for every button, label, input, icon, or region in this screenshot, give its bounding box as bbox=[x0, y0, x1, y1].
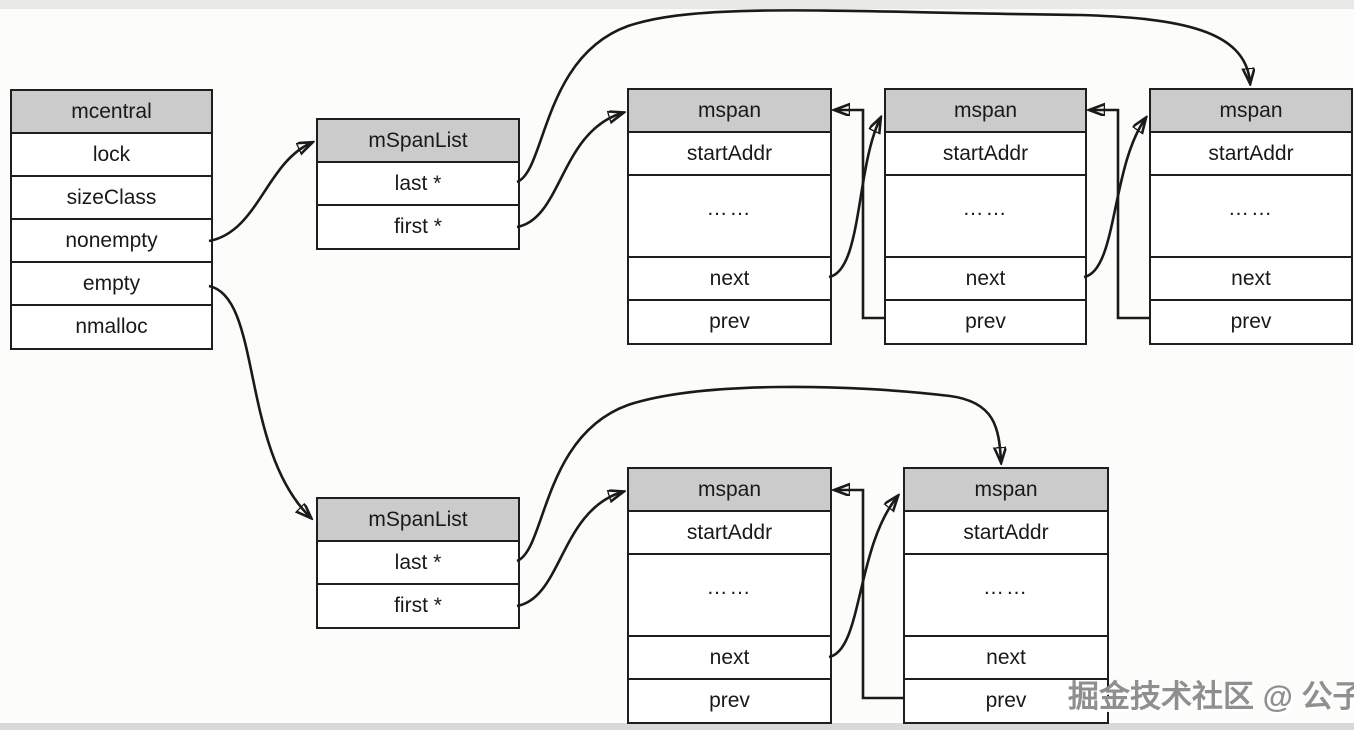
mspan-top-1-title: mspan bbox=[629, 90, 830, 133]
arrow-empty-to-bottom-spanlist bbox=[208, 284, 310, 517]
top-gray-band bbox=[0, 0, 1354, 9]
mspan-top-1-box: mspan startAddr …… next prev bbox=[627, 88, 832, 345]
mcentral-row-nonempty: nonempty bbox=[12, 220, 211, 263]
arrow-bottom-mspan1-next-to-mspan2 bbox=[828, 497, 897, 659]
arrow-bottom-first-to-mspan1 bbox=[516, 492, 622, 608]
mspan-top-3-row-ellipsis: …… bbox=[1151, 176, 1351, 258]
mspan-top-1-row-prev: prev bbox=[709, 310, 750, 333]
arrow-top-mspan1-next-to-mspan2 bbox=[828, 119, 880, 279]
mcentral-row-lock: lock bbox=[12, 134, 211, 177]
mspan-top-2-row-prev: prev bbox=[965, 310, 1006, 333]
mcentral-row-empty: empty bbox=[12, 263, 211, 306]
mcentral-row-nmalloc: nmalloc bbox=[75, 315, 148, 338]
mspan-bottom-2-row-next: next bbox=[905, 637, 1107, 680]
mspanlist-bottom-title: mSpanList bbox=[318, 499, 518, 542]
mspanlist-bottom-row-first: first * bbox=[394, 594, 442, 617]
mspan-top-1-row-next: next bbox=[629, 258, 830, 301]
mspanlist-top-box: mSpanList last * first * bbox=[316, 118, 520, 250]
mspan-top-2-row-next: next bbox=[886, 258, 1085, 301]
mspan-bottom-1-title: mspan bbox=[629, 469, 830, 512]
mspan-top-3-row-prev: prev bbox=[1230, 310, 1272, 333]
mspanlist-top-row-last: last * bbox=[318, 163, 518, 206]
arrow-top-mspan2-prev-to-mspan1 bbox=[836, 110, 885, 320]
mspan-top-2-row-ellipsis: …… bbox=[886, 176, 1085, 258]
mspan-bottom-1-row-prev: prev bbox=[709, 689, 750, 712]
mspanlist-bottom-row-last: last * bbox=[318, 542, 518, 585]
mspanlist-top-row-first: first * bbox=[394, 215, 442, 238]
bottom-gray-band bbox=[0, 723, 1354, 730]
mspan-bottom-2-row-prev: prev bbox=[985, 689, 1027, 712]
mspan-bottom-1-box: mspan startAddr …… next prev bbox=[627, 467, 832, 724]
mspan-bottom-1-row-next: next bbox=[629, 637, 830, 680]
mspan-bottom-2-row-ellipsis: …… bbox=[905, 555, 1107, 637]
arrow-nonempty-to-top-spanlist bbox=[208, 143, 311, 243]
mspan-top-3-box: mspan startAddr …… next prev bbox=[1149, 88, 1353, 345]
arrow-top-mspan3-prev-to-mspan2 bbox=[1091, 110, 1150, 320]
mcentral-box: mcentral lock sizeClass nonempty empty n… bbox=[10, 89, 213, 350]
arrow-top-first-to-mspan1 bbox=[516, 113, 622, 229]
mspanlist-top-title: mSpanList bbox=[318, 120, 518, 163]
watermark-text: 掘金技术社区 @ 公子帅 bbox=[1068, 679, 1354, 714]
mcentral-title: mcentral bbox=[12, 91, 211, 134]
mspan-top-2-title: mspan bbox=[886, 90, 1085, 133]
mspan-top-3-title: mspan bbox=[1151, 90, 1351, 133]
mspan-top-3-row-next: next bbox=[1151, 258, 1351, 301]
mspan-top-1-row-ellipsis: …… bbox=[629, 176, 830, 258]
mspanlist-bottom-box: mSpanList last * first * bbox=[316, 497, 520, 629]
mspan-bottom-1-row-ellipsis: …… bbox=[629, 555, 830, 637]
arrow-top-mspan2-next-to-mspan3 bbox=[1083, 119, 1145, 279]
mspan-bottom-2-title: mspan bbox=[905, 469, 1107, 512]
mcentral-row-sizeclass: sizeClass bbox=[12, 177, 211, 220]
arrow-bottom-mspan2-prev-to-mspan1 bbox=[836, 490, 904, 700]
mspan-top-2-box: mspan startAddr …… next prev bbox=[884, 88, 1087, 345]
